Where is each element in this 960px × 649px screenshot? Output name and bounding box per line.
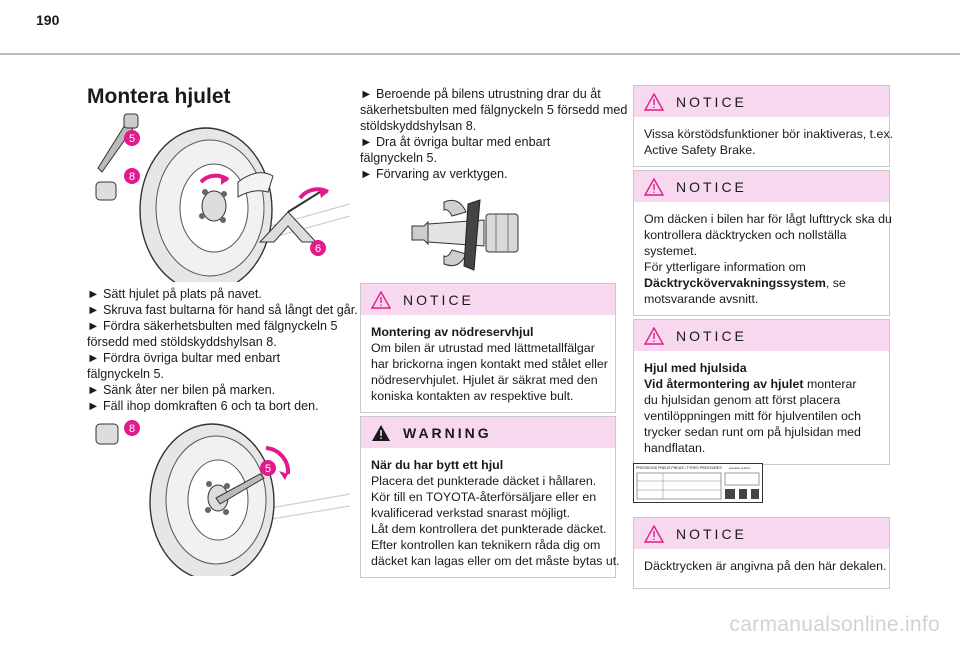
notice-header: NOTICE <box>634 320 889 351</box>
notice-bold-term: Däcktryckövervakningssystem <box>644 276 826 290</box>
section-title: Montera hjulet <box>87 85 231 108</box>
warning-box-after-change: WARNING När du har bytt ett hjul Placera… <box>360 416 620 578</box>
notice-heading: NOTICE <box>676 525 747 542</box>
notice-line: Active Safety Brake. <box>644 143 756 157</box>
notice-line: Vissa körstödsfunktioner bör inaktiveras… <box>644 127 894 141</box>
tire-pressure-label-image: PRESSIONS PNEUS PNEUS / TYRES PRESSURES … <box>633 463 763 503</box>
notice-heading: NOTICE <box>676 93 747 110</box>
notice-header: NOTICE <box>634 86 889 117</box>
notice-line: trycker sedan runt om på hjulsidan med <box>644 425 861 439</box>
warning-triangle-icon <box>371 290 391 309</box>
warning-line: Låt dem kontrollera det punkterade däcke… <box>371 522 607 536</box>
wheel-mounting-illustration: 5 8 6 <box>88 112 350 282</box>
watermark: carmanualsonline.info <box>729 613 940 636</box>
notice-line: kontrollera däcktrycken och nollställa <box>644 228 847 242</box>
step-line: ► Fördra säkerhetsbulten med fälgnyckeln… <box>87 319 338 333</box>
notice-line: har brickorna ingen kontakt med stålet e… <box>371 357 608 371</box>
notice-box-tire-pressure: NOTICE Om däcken i bilen har för lågt lu… <box>633 170 892 316</box>
bolt-illustration <box>404 192 534 274</box>
notice-box-spare-wheel: NOTICE Montering av nödreservhjul Om bil… <box>360 283 616 413</box>
notice-box-hubcap: NOTICE Hjul med hjulsida Vid återmonteri… <box>633 319 890 465</box>
callout-6: 6 <box>315 243 321 255</box>
step-line: fälgnyckeln 5. <box>87 367 165 381</box>
step-line: försedd med stöldskyddshylsan 8. <box>87 335 277 349</box>
callout-5: 5 <box>265 463 271 475</box>
notice-header: NOTICE <box>361 284 615 315</box>
callout-8: 8 <box>129 171 135 183</box>
notice-line-suffix: , se <box>825 276 846 290</box>
notice-line: motsvarande avsnitt. <box>644 292 759 306</box>
warning-triangle-icon <box>644 524 664 543</box>
step-line: ► Sänk åter ner bilen på marken. <box>87 383 276 397</box>
notice-line: För ytterligare information om <box>644 260 806 274</box>
header-divider <box>0 53 960 55</box>
notice-box-driving-aids: NOTICE Vissa körstödsfunktioner bör inak… <box>633 85 894 167</box>
notice-line: Om däcken i bilen har för lågt lufttryck… <box>644 212 892 226</box>
step-line: fälgnyckeln 5. <box>360 151 438 165</box>
notice-bold-term: Vid återmontering av hjulet <box>644 377 804 391</box>
warning-heading: WARNING <box>403 424 492 441</box>
notice-title: Montering av nödreservhjul <box>371 325 534 339</box>
warning-triangle-icon <box>644 92 664 111</box>
warning-line: Placera det punkterade däcket i hållaren… <box>371 474 597 488</box>
step-line: ► Beroende på bilens utrustning drar du … <box>360 87 601 101</box>
warning-title: När du har bytt ett hjul <box>371 458 504 472</box>
notice-header: NOTICE <box>634 171 889 202</box>
step-line: stöldskyddshylsan 8. <box>360 119 477 133</box>
step-line: säkerhetsbulten med fälgnyckeln 5 försed… <box>360 103 628 117</box>
warning-line: däcket kan lagas eller om det måste byta… <box>371 554 620 568</box>
step-line: ► Dra åt övriga bultar med enbart <box>360 135 551 149</box>
step-line: ► Sätt hjulet på plats på navet. <box>87 287 262 301</box>
warning-line: kvalificerad verkstad snarast möjligt. <box>371 506 571 520</box>
warning-header: WARNING <box>361 417 615 448</box>
step-line: ► Skruva fast bultarna för hand så långt… <box>87 303 358 317</box>
callout-5: 5 <box>129 133 135 145</box>
warning-filled-triangle-icon <box>372 424 390 441</box>
left-steps: ► Sätt hjulet på plats på navet. ► Skruv… <box>87 286 358 414</box>
notice-line: ventilöppningen mitt för hjulventilen oc… <box>644 409 861 423</box>
notice-header: NOTICE <box>634 518 889 549</box>
notice-line: Om bilen är utrustad med lättmetallfälga… <box>371 341 595 355</box>
notice-heading: NOTICE <box>403 291 474 308</box>
notice-heading: NOTICE <box>676 178 747 195</box>
notice-line: koniska kontakten av respektive bult. <box>371 389 574 403</box>
step-line: ► Fäll ihop domkraften 6 och ta bort den… <box>87 399 319 413</box>
step-line: ► Förvaring av verktygen. <box>360 167 508 181</box>
tire-label-small: pression à froid <box>729 466 750 470</box>
page-number: 190 <box>36 12 60 28</box>
notice-line: handflatan. <box>644 441 706 455</box>
wheel-tightening-illustration: 8 5 <box>88 412 350 576</box>
tire-label-heading: PRESSIONS PNEUS PNEUS / TYRES PRESSURES <box>636 466 722 470</box>
notice-heading: NOTICE <box>676 327 747 344</box>
notice-line: systemet. <box>644 244 698 258</box>
warning-line: Efter kontrollen kan teknikern råda dig … <box>371 538 601 552</box>
notice-title: Hjul med hjulsida <box>644 361 747 375</box>
notice-line: Däcktrycken är angivna på den här dekale… <box>644 559 887 573</box>
notice-line: nödreservhjulet. Hjulet är säkrat med de… <box>371 373 598 387</box>
mid-steps: ► Beroende på bilens utrustning drar du … <box>360 86 627 182</box>
warning-triangle-icon <box>644 177 664 196</box>
notice-line-suffix: monterar <box>803 377 857 391</box>
step-line: ► Fördra övriga bultar med enbart <box>87 351 281 365</box>
callout-8: 8 <box>129 423 135 435</box>
warning-line: Kör till en TOYOTA-återförsäljare eller … <box>371 490 597 504</box>
notice-box-label: NOTICE Däcktrycken är angivna på den här… <box>633 517 890 589</box>
warning-triangle-icon <box>644 326 664 345</box>
notice-line: du hjulsidan genom att först placera <box>644 393 841 407</box>
